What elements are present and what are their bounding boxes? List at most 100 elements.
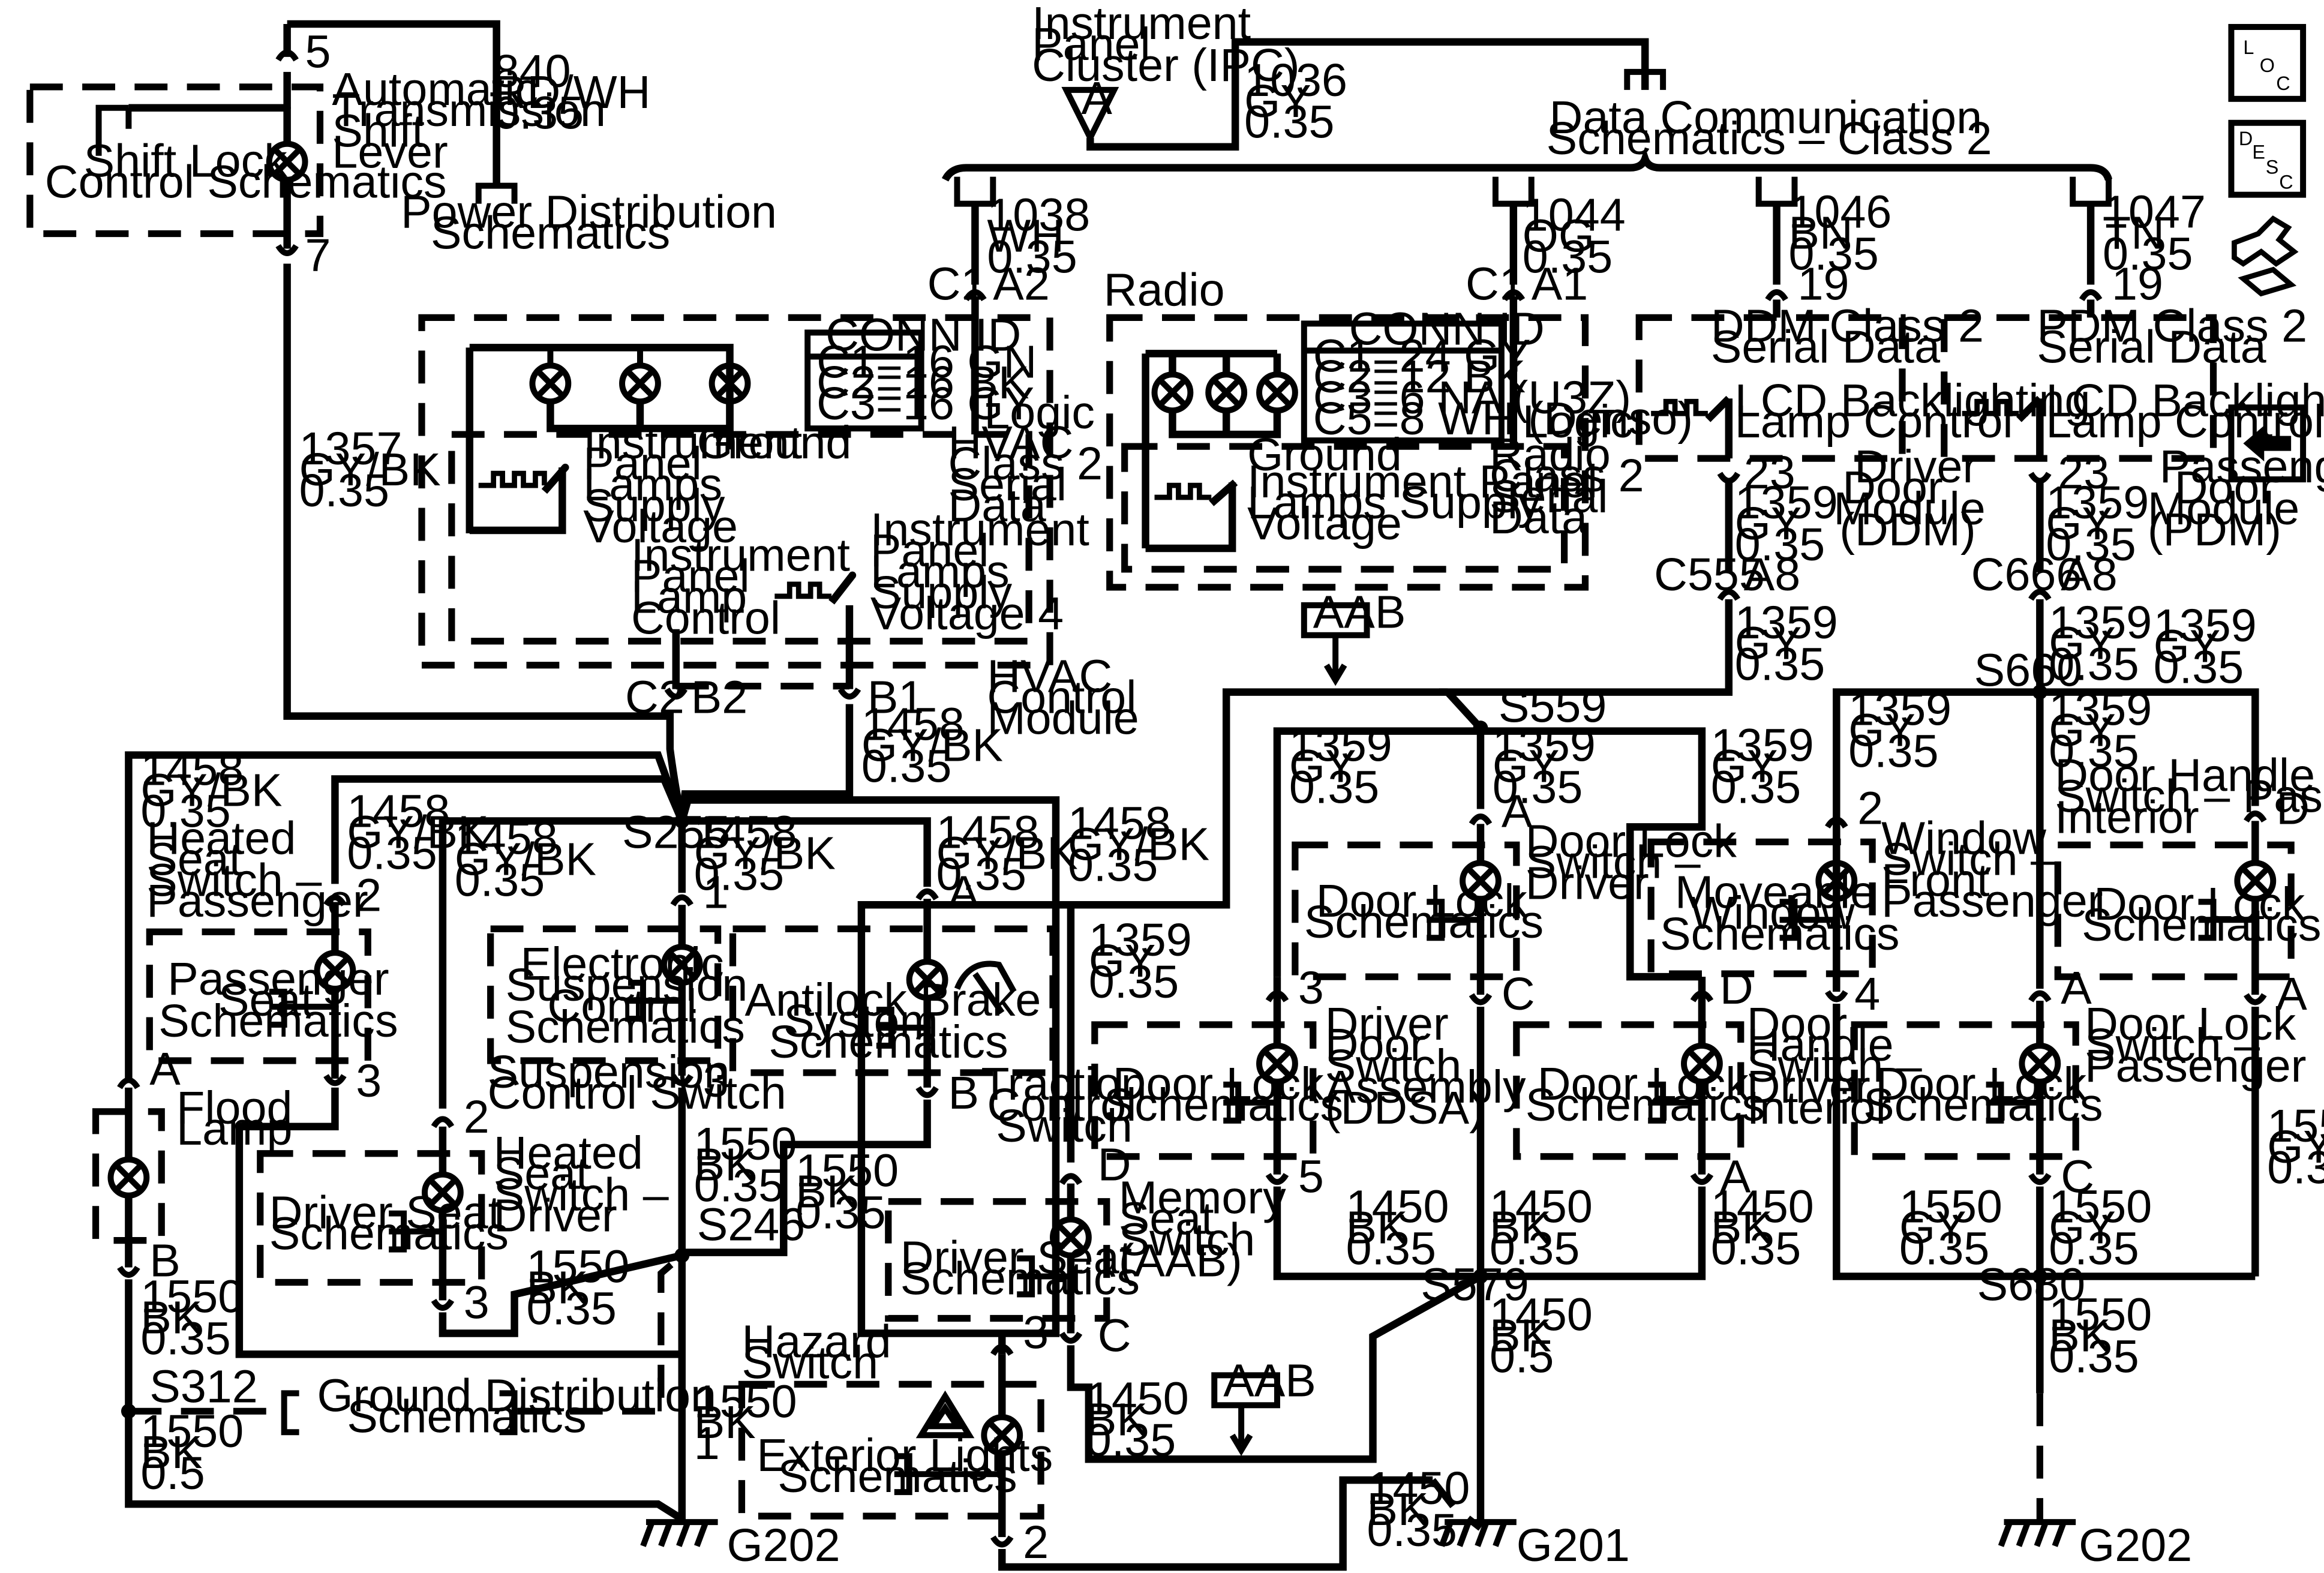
diagram-label: Schematics — [347, 1391, 586, 1442]
diagram-label: Switch – — [2085, 1019, 2260, 1071]
diagram-label: 0.35 — [347, 827, 437, 879]
diagram-label: 0.35 — [140, 1313, 230, 1364]
wrench-icon[interactable] — [2232, 215, 2299, 297]
diagram-label: C2=12 BK — [1313, 351, 1526, 403]
aab-ref-bottom: AAB — [1211, 1355, 1316, 1456]
diagram-label: Seat — [494, 1148, 589, 1200]
diagram-label: Data — [948, 480, 1046, 532]
diagram-label: O — [2260, 55, 2275, 76]
diagram-label: GY — [2046, 498, 2113, 550]
diagram-label: Assembly — [1325, 1061, 1526, 1113]
diagram-label: Driver — [1747, 1061, 1870, 1113]
diagram-label: D — [2239, 128, 2253, 149]
diagram-label: 3 — [1023, 1307, 1049, 1358]
connector-c555: C555 A8 — [1654, 549, 1800, 601]
door-lock-switch-passenger: A Door Lock Schematics Door Lock Switch … — [1851, 962, 2307, 1203]
diagram-label: 1550 — [694, 1118, 797, 1170]
diagram-label: 1359 — [1493, 719, 1596, 771]
hvac-conn-table — [804, 329, 924, 432]
diagram-label: 1359 — [2154, 600, 2257, 652]
diagram-label: BK — [1490, 1202, 1551, 1254]
diagram-label: 0.35 — [2049, 725, 2139, 777]
diagram-label: C1=16 GN — [816, 336, 1037, 388]
diagram-label: Schematics – Class 2 — [1547, 113, 1992, 164]
splice-s312 — [121, 1403, 136, 1419]
diagram-label: Door Lock — [1538, 1058, 1749, 1110]
diagram-label: 0.35 — [1735, 519, 1825, 571]
diagram-label: 0.35 — [2049, 1223, 2139, 1275]
loc-icon[interactable]: L O C — [2228, 23, 2307, 102]
diagram-label: GY — [2154, 621, 2221, 673]
splice-s660-label: S660 — [1974, 645, 2082, 697]
ddm-box — [1635, 314, 1906, 462]
diagram-label: 0.35 — [494, 88, 584, 139]
diagram-label: Instrument Panel — [1247, 456, 1598, 508]
diagram-label: Lamp — [176, 1103, 292, 1155]
diagram-label: 1359 — [1735, 477, 1838, 529]
splice-s246-label: S246 — [697, 1199, 805, 1251]
diagram-label: Class 2 — [948, 438, 1103, 490]
desc-icon[interactable]: D E S C — [2228, 119, 2307, 198]
diagram-label: GY — [1899, 1202, 1966, 1254]
diagram-label: 0.35 — [2049, 639, 2139, 691]
diagram-label: Passenger — [167, 953, 389, 1005]
diagram-label: TN — [2103, 207, 2164, 259]
diagram-label: 1550 — [1899, 1181, 2002, 1233]
diagram-label: 0.5 — [140, 1448, 205, 1499]
diagram-label: Ground — [697, 417, 852, 469]
diagram-label: Seat — [1119, 1193, 1214, 1245]
diagram-label: GY/BK — [140, 764, 282, 816]
diagram-label: Electronic — [521, 938, 724, 990]
back-arrow-icon[interactable] — [2228, 404, 2307, 483]
splice-s579-label: S579 — [1421, 1259, 1529, 1310]
diagram-label: A — [149, 1043, 181, 1095]
heated-seat-switch-passenger: Heated Seat Switch – Passenger 2 Passeng… — [146, 812, 682, 1358]
diagram-label: 0.35 — [1068, 839, 1158, 891]
door-handle-switch-passenger: Door Handle Switch – Passenger Interior … — [2054, 749, 2324, 1020]
diagram-label: Driver Seat — [269, 1187, 501, 1239]
diagram-label: Lamps — [870, 546, 1010, 598]
diagram-label: Control Schematics — [45, 157, 447, 208]
diagram-label: 1 — [703, 866, 729, 918]
diagram-label: Voltage — [583, 501, 738, 553]
diagram-label: 1550 — [2049, 1289, 2152, 1340]
diagram-label: B1 — [867, 672, 924, 724]
diagram-label: Data — [1490, 492, 1587, 544]
diagram-label: Driver — [494, 1190, 617, 1242]
diagram-label: 1458 — [140, 743, 244, 795]
wire-840 — [287, 20, 500, 186]
diagram-label: Control — [987, 672, 1136, 724]
diagram-label: 840 — [494, 46, 571, 97]
diagram-label: C — [1502, 968, 1535, 1020]
diagram-label: Automatic — [332, 64, 538, 115]
splice-s680-label: S680 — [1977, 1259, 2085, 1310]
diagram-label: 1038 — [987, 190, 1090, 241]
diagram-label: Logic — [984, 387, 1095, 439]
diagram-label: Heated — [494, 1127, 643, 1179]
diagram-label: Switch — [741, 1337, 878, 1388]
diagram-label: 0.35 — [936, 848, 1026, 900]
hazard-triangle-icon — [915, 1390, 975, 1439]
diagram-label: Module — [2148, 483, 2299, 535]
diagram-label: E — [2252, 142, 2265, 163]
diagram-label: Power Distribution — [401, 187, 777, 238]
diagram-label: Window — [1881, 812, 2047, 864]
diagram-label: (DDM) — [1839, 504, 1975, 556]
diagram-label: Door — [2175, 462, 2275, 514]
diagram-label: C2 — [625, 672, 684, 724]
diagram-label: Flood — [176, 1082, 292, 1134]
diagram-label: BK — [694, 1139, 756, 1191]
pwm-icon-2 — [774, 581, 832, 599]
ground-dist-reference: Ground Distribution Schematics — [281, 1370, 716, 1442]
diagram-label: A8 — [2061, 549, 2118, 601]
diagram-label: 1458 — [347, 785, 450, 837]
diagram-label: Switch – — [494, 1169, 669, 1221]
